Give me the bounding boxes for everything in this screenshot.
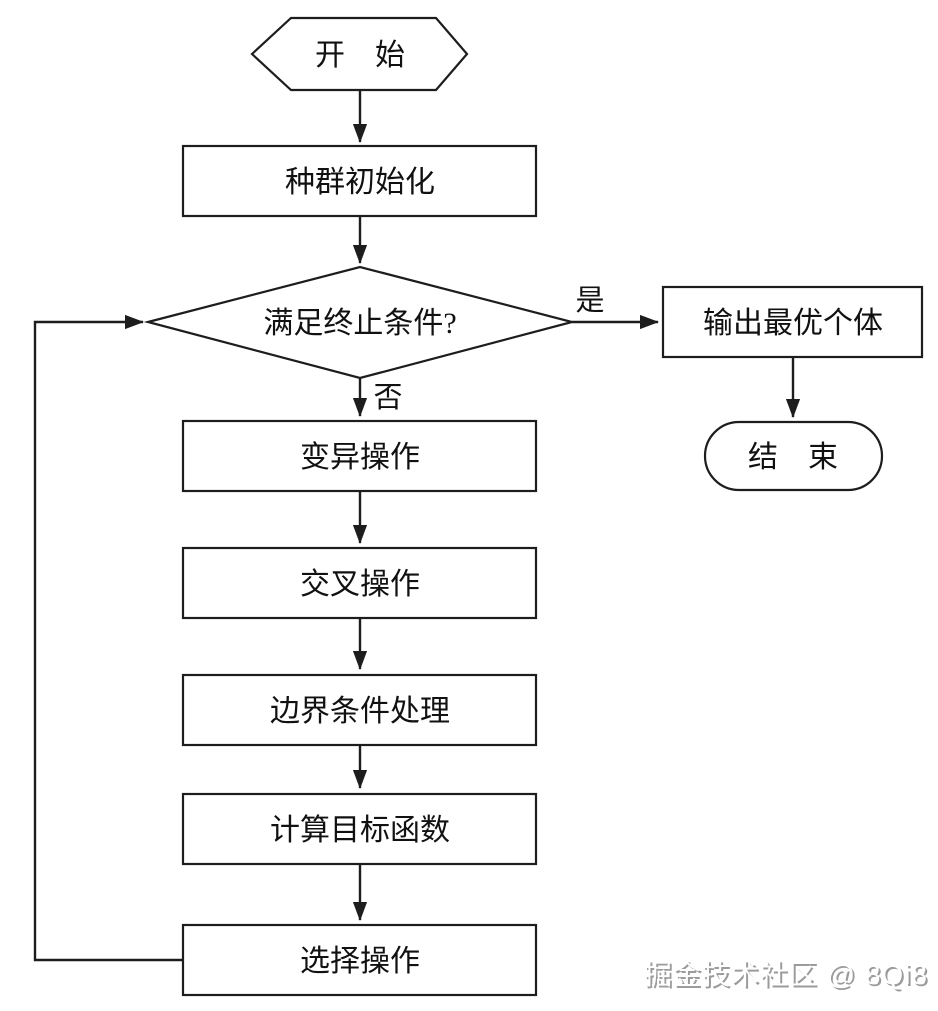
watermark-shadow: 掘金技术社区 @ 8Qi8: [646, 961, 930, 992]
node-objective: 计算目标函数: [181, 792, 538, 866]
edge-label-no: 否: [373, 382, 402, 414]
rect-shape: [181, 673, 538, 747]
rounded-shape: [703, 420, 884, 492]
edges: [33, 90, 801, 962]
edge-label-yes: 是: [575, 285, 604, 317]
node-decision: 满足终止条件?: [143, 265, 577, 380]
node-start-label: 开 始: [315, 39, 405, 72]
edge-selection-loop-to-decision: [33, 314, 183, 962]
node-init-label: 种群初始化: [285, 166, 435, 199]
rect-shape: [181, 144, 538, 218]
rect-shape: [181, 792, 538, 866]
node-decision-label: 满足终止条件?: [263, 307, 456, 340]
node-end: 结 束: [703, 420, 884, 492]
node-crossover-label: 交叉操作: [300, 568, 420, 601]
rect-shape: [181, 546, 538, 620]
node-crossover: 交叉操作: [181, 546, 538, 620]
node-mutation-label: 变异操作: [300, 441, 420, 474]
rect-shape: [181, 923, 538, 997]
node-selection-label: 选择操作: [300, 945, 420, 978]
node-objective-label: 计算目标函数: [270, 814, 450, 847]
node-output-best-label: 输出最优个体: [703, 307, 883, 340]
rect-shape: [181, 419, 538, 493]
node-boundary-label: 边界条件处理: [270, 695, 450, 728]
node-output-best: 输出最优个体: [661, 285, 924, 359]
node-boundary: 边界条件处理: [181, 673, 538, 747]
watermark-text: 掘金技术社区 @ 8Qi8: [644, 959, 928, 990]
node-end-label: 结 束: [748, 441, 838, 474]
hexagon-shape: [250, 16, 469, 92]
rect-shape: [661, 285, 924, 359]
node-selection: 选择操作: [181, 923, 538, 997]
node-init: 种群初始化: [181, 144, 538, 218]
node-start: 开 始: [250, 16, 469, 92]
watermark: 掘金技术社区 @ 8Qi8 掘金技术社区 @ 8Qi8: [644, 959, 930, 992]
node-mutation: 变异操作: [181, 419, 538, 493]
diamond-shape: [143, 265, 577, 380]
